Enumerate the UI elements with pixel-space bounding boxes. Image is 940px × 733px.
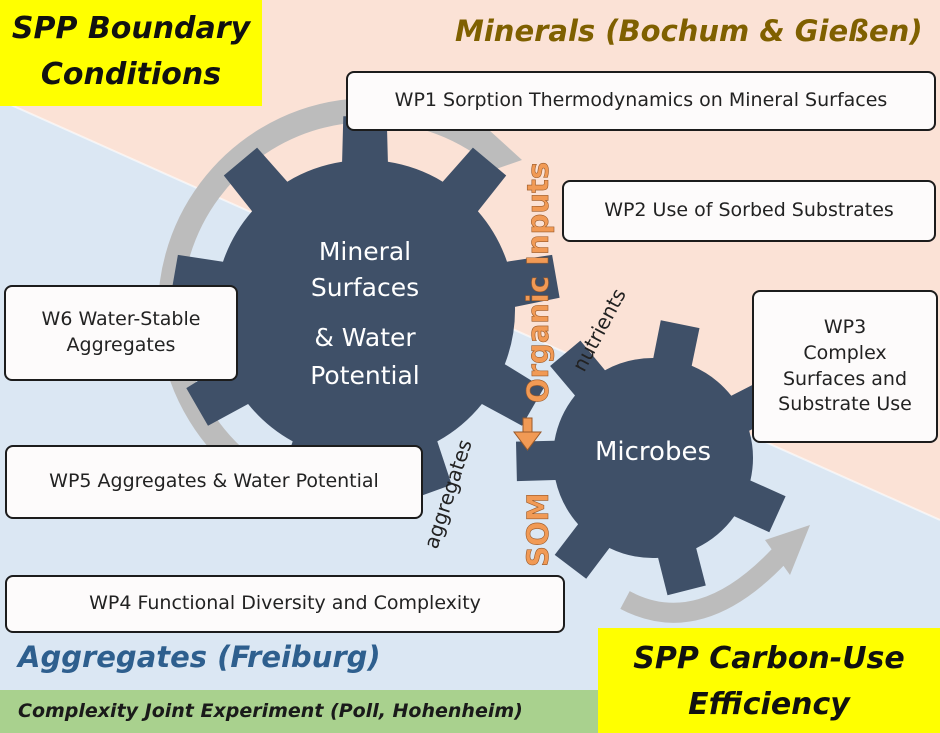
- wp1-box: WP1 Sorption Thermodynamics on Mineral S…: [346, 71, 936, 131]
- spp-cue-line-2: Efficiency: [688, 687, 850, 722]
- down-arrow-icon: [513, 417, 542, 451]
- wp5-box: WP5 Aggregates & Water Potential: [5, 445, 423, 519]
- minerals-title: Minerals (Bochum & Gießen): [455, 14, 923, 48]
- wp4-label: WP4 Functional Diversity and Complexity: [89, 592, 481, 615]
- complexity-joint-label: Complexity Joint Experiment (Poll, Hohen…: [18, 700, 523, 722]
- wp3-line-3: Surfaces and: [782, 367, 908, 390]
- wp4-box: WP4 Functional Diversity and Complexity: [5, 575, 565, 633]
- gear-large-line-2: Surfaces: [311, 273, 419, 302]
- aggregates-title: Aggregates (Freiburg): [18, 640, 381, 674]
- spp-cue-box: SPP Carbon-Use Efficiency: [598, 628, 940, 733]
- w6-line-1: W6 Water-Stable: [41, 308, 201, 331]
- wp5-label: WP5 Aggregates & Water Potential: [49, 470, 379, 493]
- wp3-line-1: WP3: [823, 316, 867, 339]
- wp1-label: WP1 Sorption Thermodynamics on Mineral S…: [394, 89, 888, 112]
- w6-line-2: Aggregates: [66, 334, 176, 356]
- cycle-arrow-small-head: [765, 525, 810, 575]
- spp-boundary-line-1: SPP Boundary: [11, 11, 251, 46]
- organic-inputs-label: Organic Inputs: [521, 162, 555, 403]
- gear-large-line-3: & Water: [314, 323, 416, 352]
- w6-box: W6 Water-Stable Aggregates: [4, 285, 238, 381]
- gear-small: [516, 320, 786, 596]
- wp2-box: WP2 Use of Sorbed Substrates: [562, 180, 936, 242]
- gear-large: [170, 116, 560, 500]
- spp-boundary-line-2: Conditions: [40, 57, 222, 92]
- wp3-line-2: Complex: [803, 341, 887, 364]
- wp3-line-4: Substrate Use: [778, 393, 912, 416]
- complexity-bar: [0, 690, 600, 733]
- spp-boundary-box: SPP Boundary Conditions: [0, 0, 262, 106]
- wp2-label: WP2 Use of Sorbed Substrates: [604, 199, 894, 222]
- cycle-arrow-small: [620, 548, 788, 623]
- spp-cue-line-1: SPP Carbon-Use: [633, 641, 905, 676]
- gear-small-label: Microbes: [595, 437, 711, 467]
- gear-large-line-4: Potential: [310, 361, 420, 390]
- gear-large-line-1: Mineral: [319, 237, 411, 266]
- wp3-box: WP3 Complex Surfaces and Substrate Use: [752, 290, 938, 443]
- som-label: SOM: [521, 493, 555, 567]
